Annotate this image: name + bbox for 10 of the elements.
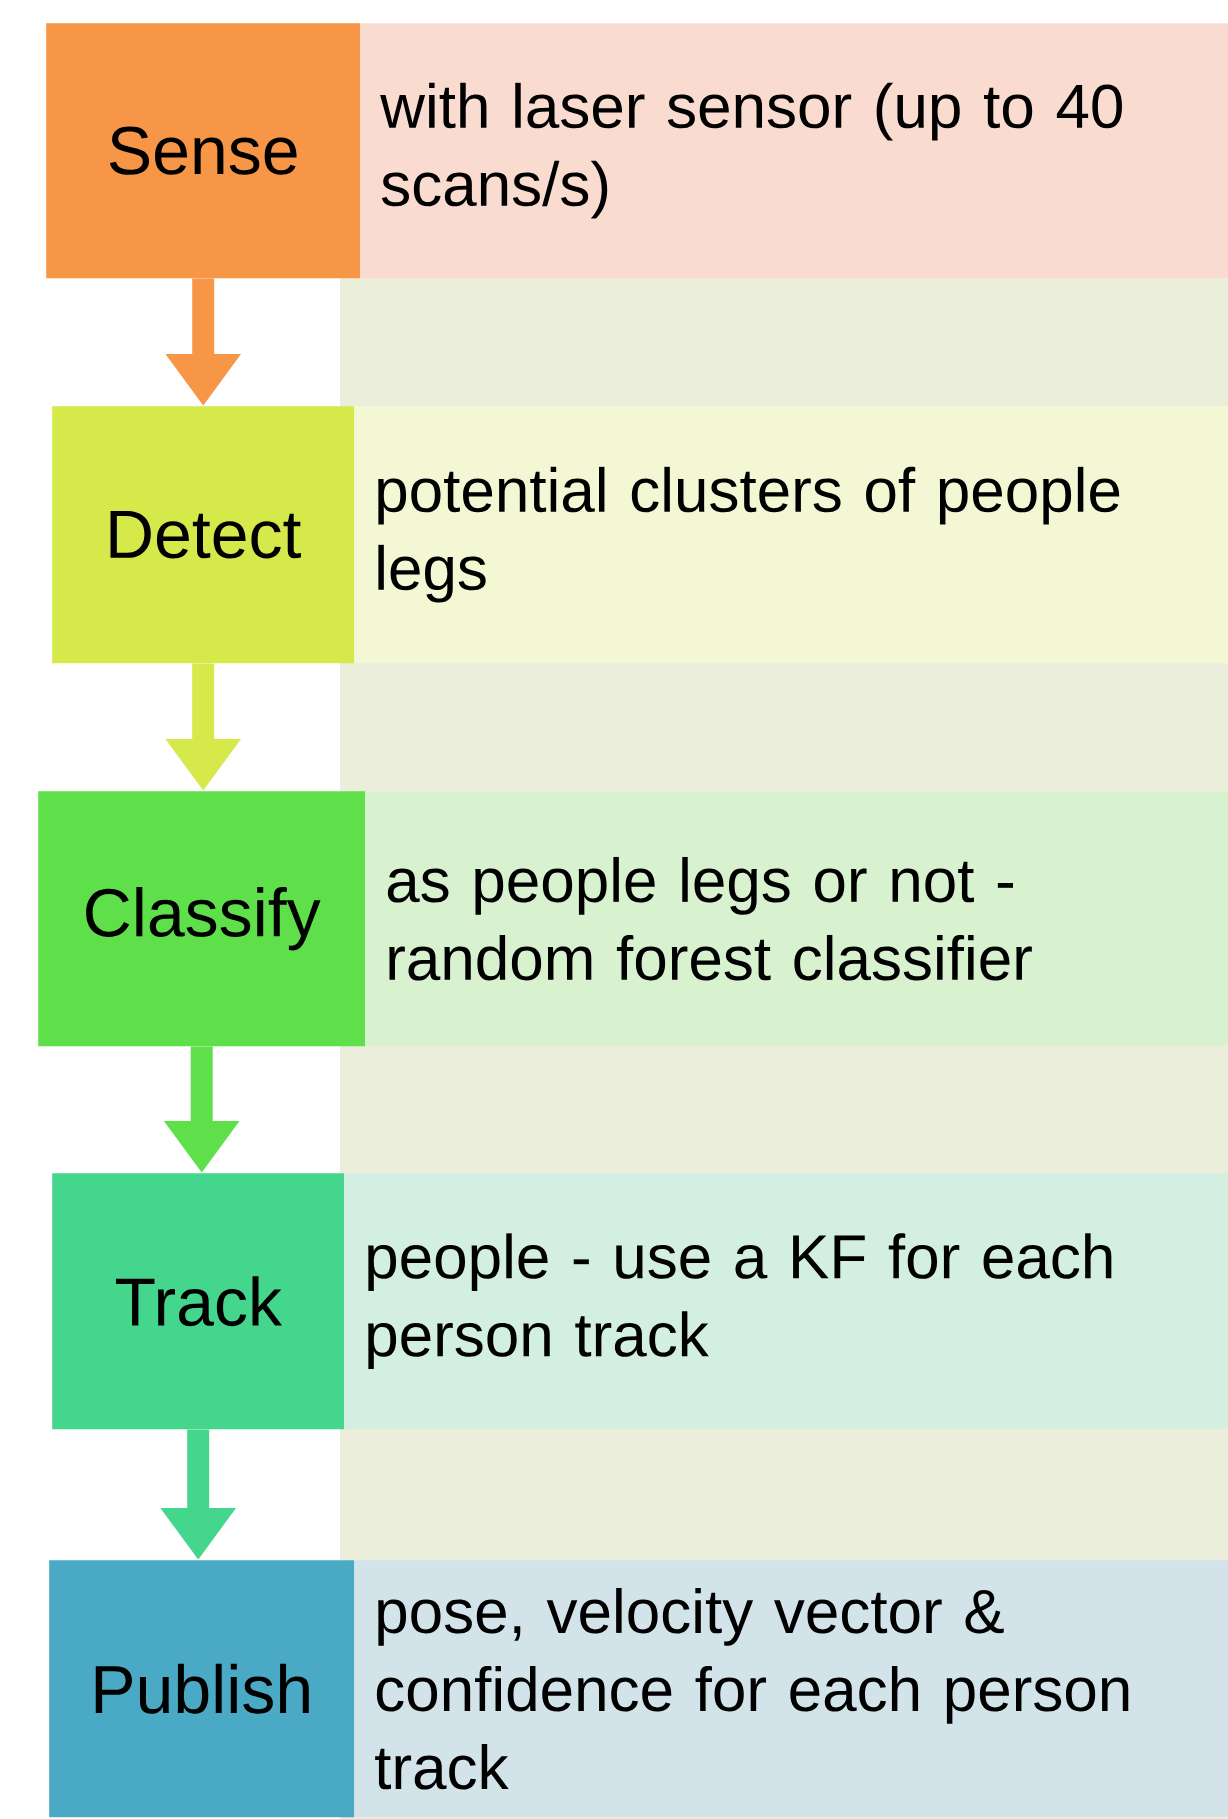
- step-box: Detect: [52, 406, 355, 664]
- description-box: pose, velocity vector & confidence for each person track: [354, 1560, 1228, 1818]
- description-box: as people legs or not - random forest classifier: [365, 791, 1228, 1047]
- step-box: Sense: [46, 23, 361, 279]
- step-box: Track: [52, 1173, 345, 1430]
- step-box: Classify: [38, 791, 366, 1047]
- step-box: Publish: [49, 1560, 355, 1818]
- description-box: with laser sensor (up to 40 scans/s): [360, 23, 1228, 279]
- description-box: people - use a KF for each person track: [344, 1173, 1228, 1430]
- description-box: potential clusters of people legs: [354, 406, 1228, 664]
